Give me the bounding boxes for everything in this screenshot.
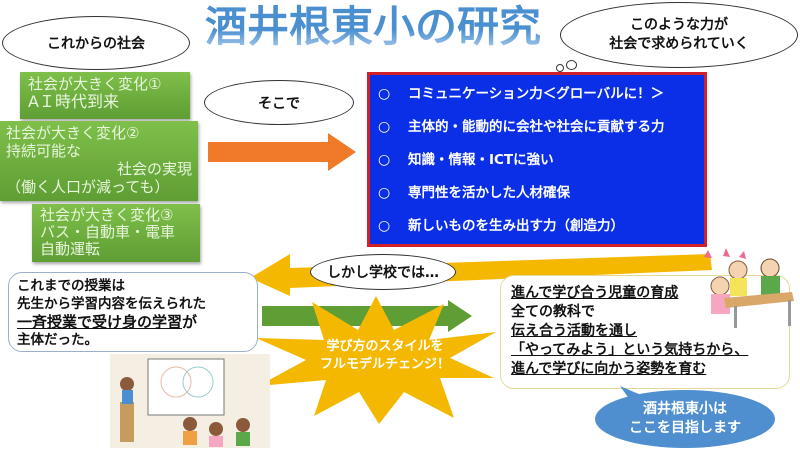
- burst-text: 学び方のスタイルを フルモデルチェンジ！: [305, 338, 465, 374]
- change-box-3: 社会が大きく変化③ バス・自動車・電車 自動運転: [32, 204, 200, 262]
- ability-item: ○ 主体的・能動的に会社や社会に貢献する力: [378, 110, 696, 143]
- change-line: バス・自動車・電車: [40, 223, 176, 241]
- circle-bullet-icon: ○: [378, 118, 391, 135]
- goal-line: 全ての教科で: [511, 304, 595, 320]
- ability-item: ○ コミュニケーション力＜グローバルに！＞: [378, 77, 696, 110]
- burst-line: フルモデルチェンジ！: [319, 357, 450, 372]
- goal-line: 「やってみよう」という気持ちから、: [511, 342, 749, 358]
- change-box-1: 社会が大きく変化① AＩ時代到来: [20, 72, 190, 119]
- burst-line: 学び方のスタイルを: [326, 339, 444, 354]
- goal-bubble-line: 酒井根東小は: [643, 401, 727, 417]
- change-line: 自動運転: [40, 240, 101, 258]
- goal-bubble-line: ここを目指します: [629, 420, 741, 436]
- cloud-dot-icon: [566, 60, 577, 70]
- cloud-line: 社会で求められていく: [609, 36, 749, 52]
- ability-text: 知識・情報・ICTに強い: [408, 151, 554, 168]
- orange-arrow-icon: [208, 133, 356, 171]
- ability-item: ○ 専門性を活かした人材確保: [378, 176, 696, 209]
- ability-text: 専門性を活かした人材確保: [408, 184, 570, 201]
- however-label: しかし学校では…: [327, 265, 439, 281]
- thought-cloud: このような力が 社会で求められていく: [560, 2, 798, 68]
- children-illustration: [704, 248, 794, 328]
- change-heading: 社会が大きく変化②: [6, 124, 140, 142]
- change-line: AＩ時代到来: [28, 92, 119, 111]
- goal-line: 進んで学びに向かう姿勢を育む: [511, 361, 707, 377]
- change-heading: 社会が大きく変化①: [28, 75, 162, 93]
- speech-tail-icon: [620, 386, 648, 400]
- circle-bullet-icon: ○: [378, 217, 391, 234]
- therefore-label: そこで: [258, 95, 300, 112]
- however-ellipse: しかし学校では…: [310, 254, 456, 290]
- circle-bullet-icon: ○: [378, 151, 391, 168]
- classroom-illustration: [110, 354, 270, 448]
- ability-text: 新しいものを生み出す力（創造力）: [408, 217, 624, 234]
- goal-line: 進んで学び合う児童の育成: [511, 285, 679, 301]
- change-box-2: 社会が大きく変化② 持続可能な 社会の実現 （働く人口が減っても）: [0, 121, 198, 201]
- past-line: 先生から学習内容を伝えられた: [17, 296, 206, 312]
- cloud-line: このような力が: [630, 17, 728, 33]
- past-line: が: [182, 313, 198, 331]
- change-heading: 社会が大きく変化③: [40, 206, 174, 224]
- cloud-dot-icon: [556, 64, 564, 72]
- change-line: 持続可能な: [6, 142, 82, 160]
- change-line: 社会の実現: [116, 160, 192, 178]
- goal-speech-bubble: 酒井根東小は ここを目指します: [595, 390, 775, 448]
- circle-bullet-icon: ○: [378, 85, 391, 102]
- future-society-ellipse: これからの社会: [2, 16, 190, 70]
- past-line-emphasis: 一斉授業で受け身の学習: [17, 313, 183, 331]
- abilities-panel: ○ コミュニケーション力＜グローバルに！＞ ○ 主体的・能動的に会社や社会に貢献する…: [367, 72, 707, 247]
- therefore-ellipse: そこで: [204, 80, 354, 125]
- ability-text: コミュニケーション力＜グローバルに！＞: [408, 85, 665, 102]
- goal-box: 進んで学び合う児童の育成 全ての教科で 伝え合う活動を通し 「やってみよう」とい…: [500, 275, 790, 389]
- past-line: これまでの授業は: [17, 278, 125, 294]
- circle-bullet-icon: ○: [378, 184, 391, 201]
- page-title: 酒井根東小の研究: [205, 2, 542, 51]
- ability-text: 主体的・能動的に会社や社会に貢献する力: [408, 118, 665, 135]
- past-lessons-box: これまでの授業は 先生から学習内容を伝えられた 一斉授業で受け身の学習が 主体だ…: [8, 272, 258, 352]
- starburst-icon: [256, 296, 496, 424]
- change-line: （働く人口が減っても）: [6, 178, 170, 196]
- past-line: 主体だった。: [17, 332, 98, 348]
- future-society-label: これからの社会: [47, 36, 145, 52]
- goal-line: 伝え合う活動を通し: [511, 323, 637, 339]
- ability-item: ○ 知識・情報・ICTに強い: [378, 143, 696, 176]
- yellow-arrow-icon: [250, 254, 712, 296]
- ability-item: ○ 新しいものを生み出す力（創造力）: [378, 209, 696, 242]
